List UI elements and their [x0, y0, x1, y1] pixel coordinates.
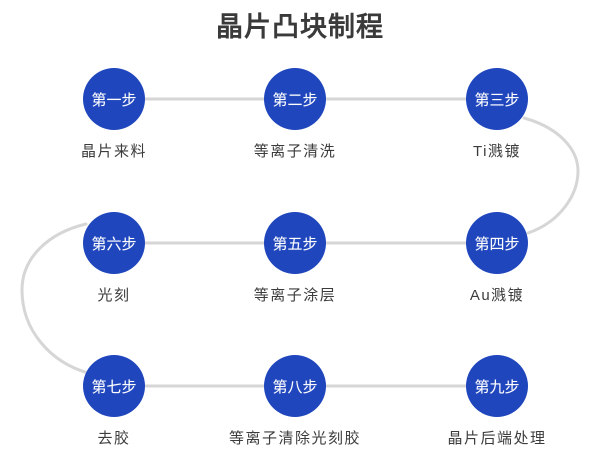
step-label: 光刻: [97, 287, 131, 304]
connector-step3-step4: [522, 116, 580, 235]
flow-node-step8[interactable]: 第八步 等离子清除光刻胶: [229, 355, 360, 447]
step-badge[interactable]: 第四步: [466, 212, 528, 274]
step-label: 去胶: [97, 430, 131, 447]
step-badge[interactable]: 第七步: [83, 355, 145, 417]
step-badge[interactable]: 第八步: [264, 355, 326, 417]
step-label: 等离子清洗: [253, 143, 337, 160]
flow-node-step4[interactable]: 第四步 Au溅镀: [466, 212, 528, 304]
flow-node-step9[interactable]: 第九步 晶片后端处理: [447, 355, 545, 447]
step-label: 等离子清除光刻胶: [228, 430, 362, 447]
flow-node-step7[interactable]: 第七步 去胶: [83, 355, 145, 447]
page-title: 晶片凸块制程: [216, 12, 384, 42]
flow-node-step1[interactable]: 第一步 晶片来料: [81, 68, 146, 160]
step-badge[interactable]: 第九步: [466, 355, 528, 417]
flow-node-step5[interactable]: 第五步 等离子涂层: [254, 212, 335, 304]
step-label: 晶片后端处理: [447, 430, 547, 447]
flow-node-step6[interactable]: 第六步 光刻: [83, 212, 145, 304]
step-badge[interactable]: 第三步: [466, 68, 528, 130]
step-label: Au溅镀: [469, 287, 525, 304]
flow-node-step2[interactable]: 第二步 等离子清洗: [254, 68, 335, 160]
step-label: Ti溅镀: [473, 143, 521, 160]
connector-step6-step7: [20, 222, 90, 375]
step-badge[interactable]: 第六步: [83, 212, 145, 274]
step-badge[interactable]: 第一步: [83, 68, 145, 130]
step-label: 晶片来料: [80, 143, 148, 160]
step-badge[interactable]: 第二步: [264, 68, 326, 130]
step-badge[interactable]: 第五步: [264, 212, 326, 274]
flow-node-step3[interactable]: 第三步 Ti溅镀: [466, 68, 528, 160]
step-label: 等离子涂层: [253, 287, 337, 304]
